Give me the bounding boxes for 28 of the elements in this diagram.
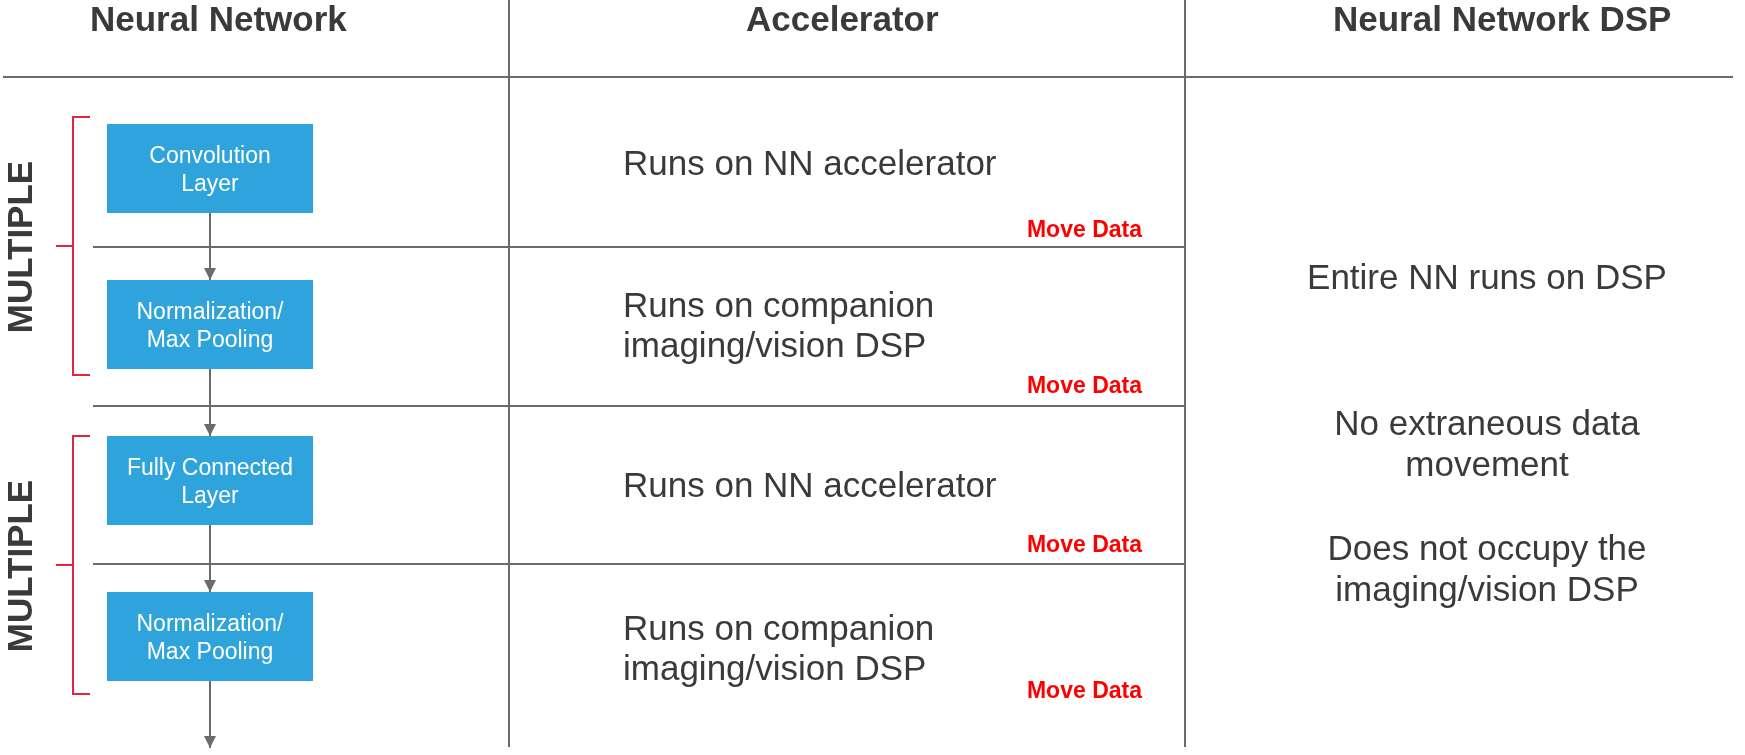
layer-box <box>107 280 313 369</box>
cell-text: Runs on NN accelerator <box>623 143 997 183</box>
arrow <box>204 680 216 749</box>
column-header: Neural Network DSP <box>1333 1 1672 37</box>
cell-text: Does not occupy the imaging/vision DSP <box>1326 527 1648 609</box>
layer-label: Normalization/ Max Pooling <box>135 608 285 665</box>
layer-label: Normalization/ Max Pooling <box>135 296 285 353</box>
data-move-note: Move Data <box>1026 676 1142 704</box>
bracket-label: MULTIPLE <box>3 479 37 653</box>
cell-text: Entire NN runs on DSP <box>1307 256 1667 297</box>
layer-label: Fully Connected Layer <box>125 452 295 509</box>
data-move-note: Move Data <box>1026 530 1142 558</box>
cell-text: Runs on companion imaging/vision DSP <box>623 285 936 365</box>
layer-box <box>107 436 313 525</box>
data-move-note: Move Data <box>1026 371 1142 399</box>
layer-label: Convolution Layer <box>148 140 272 197</box>
column-header: Accelerator <box>746 1 939 37</box>
data-move-note: Move Data <box>1026 215 1142 243</box>
cell-text: Runs on companion imaging/vision DSP <box>623 608 936 688</box>
arrow <box>204 368 216 437</box>
arrow <box>204 524 216 593</box>
arrow <box>204 212 216 281</box>
cell-text: No extraneous data movement <box>1333 402 1641 484</box>
bracket-label: MULTIPLE <box>3 160 37 334</box>
layer-box <box>107 124 313 213</box>
column-header: Neural Network <box>90 1 347 37</box>
cell-text: Runs on NN accelerator <box>623 465 997 505</box>
layer-box <box>107 592 313 681</box>
